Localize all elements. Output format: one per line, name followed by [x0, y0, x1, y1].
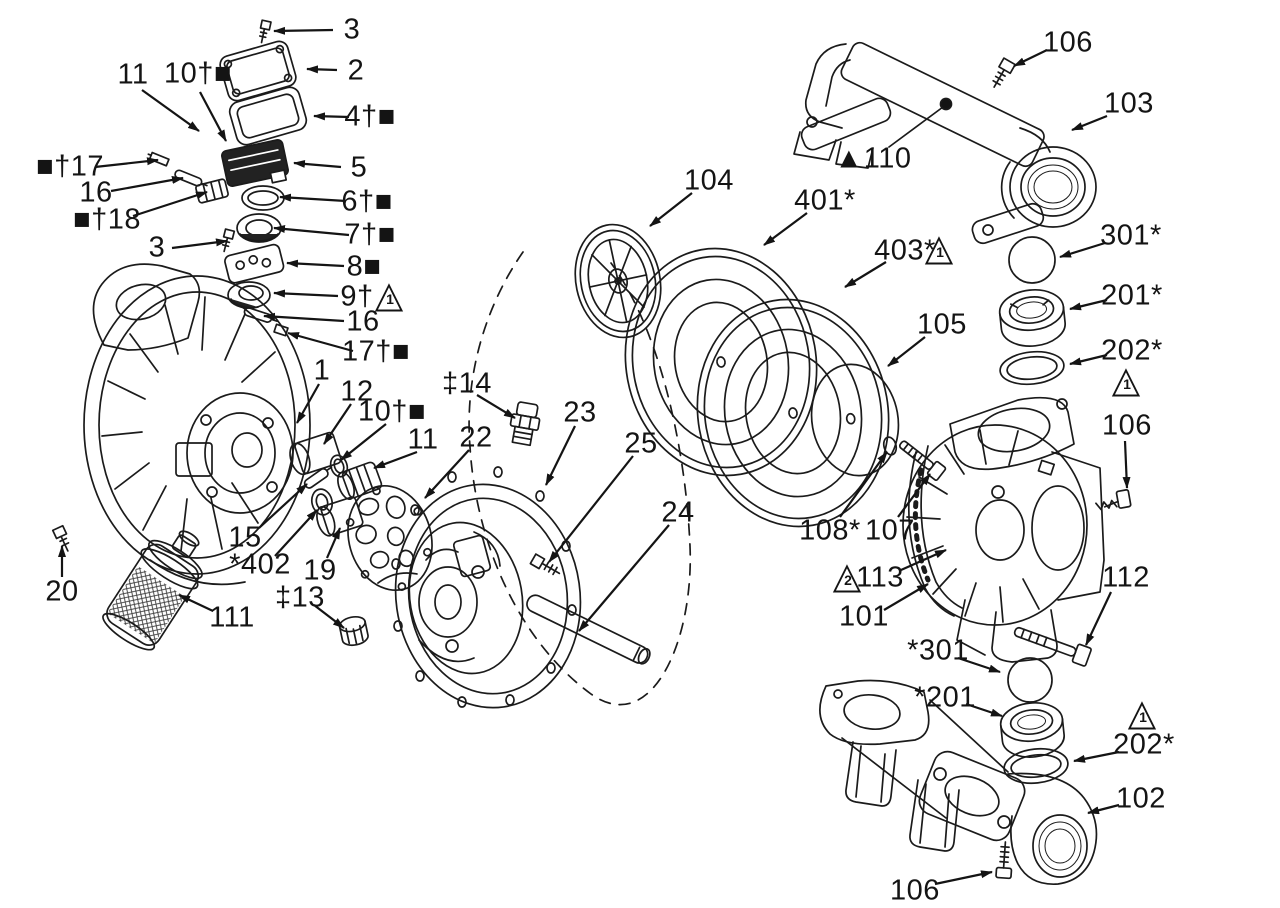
callout-9: 9†	[340, 280, 374, 313]
callout-18: ■†18	[73, 203, 141, 236]
part-25-screw	[529, 553, 561, 576]
callout-107: 107	[865, 514, 915, 547]
triangle-number: 1	[386, 291, 394, 307]
part-111-muffler	[102, 530, 203, 651]
part-112-bolt	[1013, 626, 1092, 667]
callout-113: 113	[856, 561, 904, 594]
part-13-nut	[338, 615, 369, 647]
callout-403: 403*	[874, 234, 936, 267]
callout-110: ▲110	[834, 142, 912, 175]
callout-5: 5	[350, 151, 368, 184]
warning-triangle-icon-113: △ 2	[828, 554, 866, 597]
part-108-oring	[882, 436, 898, 456]
dashed-reference-loop	[468, 251, 692, 706]
callout-202-b: 202*	[1113, 728, 1175, 761]
leader-arrows	[58, 26, 1131, 886]
part-401-diaphragm	[624, 247, 818, 477]
callout-11-a: 11	[117, 58, 149, 91]
part-201-seat-top	[998, 289, 1066, 347]
part-105-backup-plate	[810, 363, 900, 477]
warning-triangle-icon-202-top: △ 1	[1107, 358, 1145, 401]
callout-15: 15	[228, 521, 262, 554]
callout-101: 101	[839, 600, 889, 633]
callout-14: ‡14	[442, 367, 492, 400]
callout-10-b: 10†■	[358, 395, 426, 428]
triangle-icon: △	[1127, 691, 1157, 734]
callout-103: 103	[1104, 87, 1154, 120]
part-1-center-section-housing	[83, 263, 311, 586]
part-101-fluid-cover	[902, 396, 1105, 663]
callout-112: 112	[1102, 561, 1150, 594]
part-106-screw-right	[1095, 489, 1132, 511]
triangle-icon: △	[924, 226, 954, 269]
callout-24: 24	[661, 496, 695, 529]
warning-triangle-icon-202-bottom: △ 1	[1123, 691, 1161, 734]
callout-23: 23	[563, 396, 597, 429]
part-301-ball-bottom	[1007, 657, 1053, 703]
part-106-screw-top	[992, 57, 1017, 88]
callout-16-a: 16	[79, 176, 113, 209]
triangle-number: 1	[1123, 376, 1131, 392]
callout-25: 25	[624, 427, 658, 460]
callout-22: 22	[459, 421, 493, 454]
callout-1: 1	[313, 354, 331, 387]
callout-10-a: 10†■	[164, 57, 232, 90]
callout-20: 20	[45, 575, 79, 608]
callout-106-b: 106	[1102, 409, 1152, 442]
part-12-piston-cluster	[289, 431, 383, 537]
part-201-seat-bottom	[999, 702, 1065, 758]
callout-16-b: 16	[346, 305, 380, 338]
triangle-icon: △	[832, 554, 862, 597]
part-202-oring-top	[999, 350, 1065, 386]
callout-106-c: 106	[890, 874, 940, 907]
warning-triangle-icon-9: △ 1	[370, 273, 408, 316]
callout-401: 401*	[794, 184, 856, 217]
callout-19: 19	[303, 554, 337, 587]
callout-301-a: 301*	[1100, 219, 1162, 252]
triangle-number: 1	[1139, 709, 1147, 725]
callout-6: 6†■	[341, 185, 393, 218]
callout-12: 12	[340, 375, 374, 408]
part-301-ball-top	[1008, 236, 1056, 284]
triangle-number: 1	[936, 244, 944, 260]
callout-301-b: *301	[907, 634, 969, 667]
callout-106-a: 106	[1043, 26, 1093, 59]
callout-2: 2	[347, 54, 365, 87]
callout-17-a: ■†17	[36, 150, 104, 183]
callout-104: 104	[684, 164, 734, 197]
callout-13: ‡13	[275, 581, 325, 614]
part-24-shaft	[526, 594, 651, 665]
part-106-screw-bottom	[995, 841, 1013, 880]
callout-111: 111	[209, 601, 255, 634]
callout-11-b: 11	[407, 423, 439, 456]
triangle-icon: △	[1111, 358, 1141, 401]
callout-3-b: 3	[148, 231, 166, 264]
callout-7: 7†■	[344, 218, 396, 251]
callout-3-a: 3	[343, 13, 361, 46]
part-102-inlet-manifold	[819, 679, 1098, 885]
part-104-diaphragm-plate	[574, 223, 662, 339]
part-23-air-side-cover	[391, 466, 582, 709]
callout-8: 8■	[346, 250, 382, 283]
triangle-icon: △	[374, 273, 404, 316]
callout-17-b: 17†■	[342, 335, 410, 368]
callout-201-a: 201*	[1101, 279, 1163, 312]
callout-102: 102	[1116, 782, 1166, 815]
callout-108: 108*	[799, 514, 861, 547]
callout-201-b: *201	[914, 681, 976, 714]
warning-triangle-icon-403: △ 1	[920, 226, 958, 269]
part-403-diaphragm	[696, 298, 890, 528]
callout-402: *402	[229, 548, 291, 581]
callout-105: 105	[917, 308, 967, 341]
callout-4: 4†■	[344, 100, 396, 133]
callout-202-a: 202*	[1101, 334, 1163, 367]
triangle-number: 2	[844, 572, 852, 588]
part-103-outlet-manifold	[793, 41, 1097, 245]
part-14-fitting	[509, 401, 541, 447]
